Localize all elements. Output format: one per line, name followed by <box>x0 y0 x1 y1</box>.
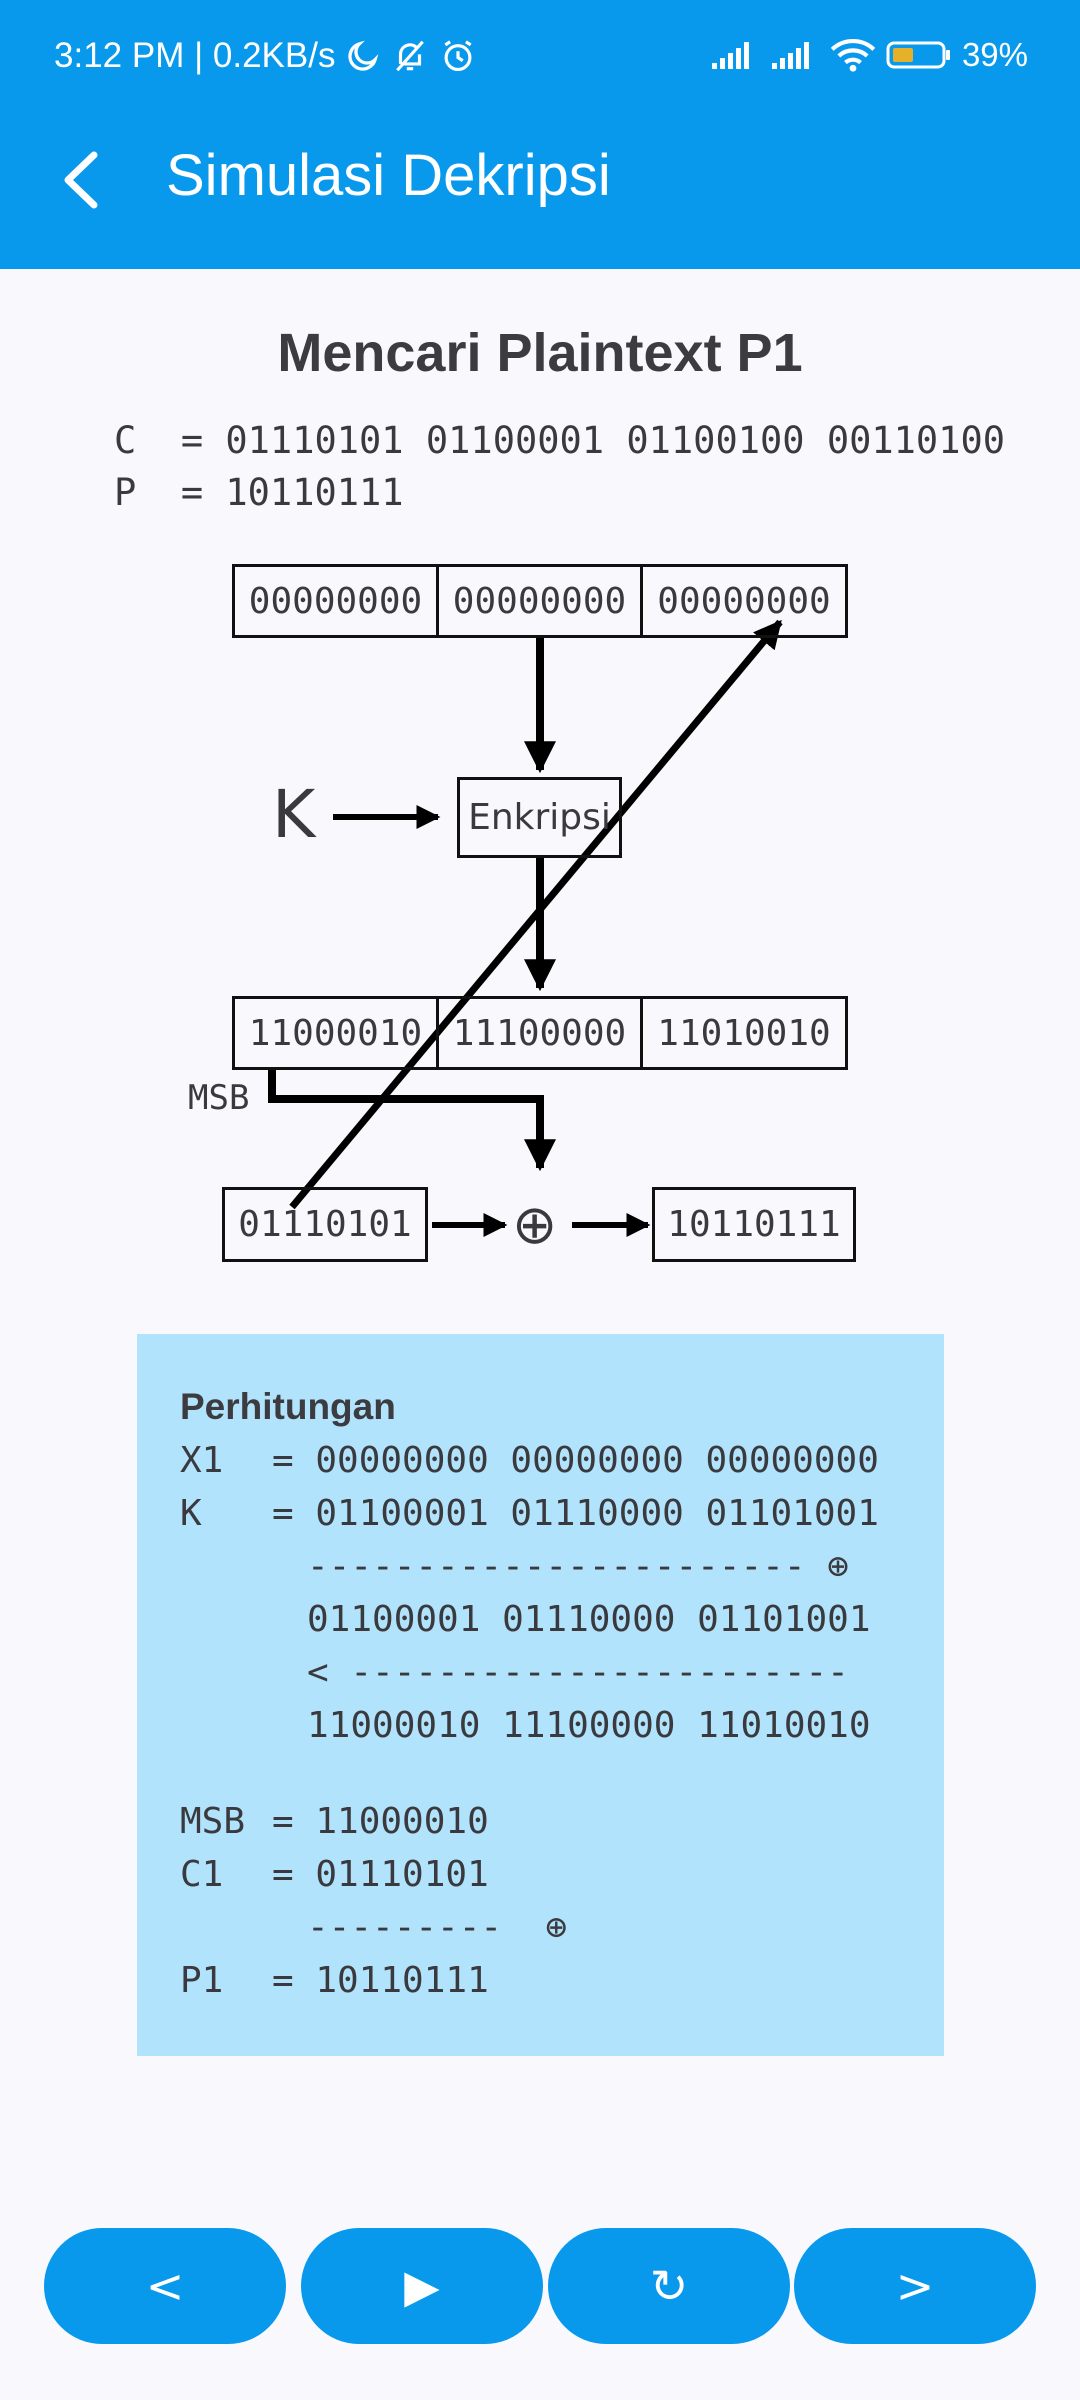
diagram-arrows <box>268 619 783 1237</box>
ciphertext-line: C = 01110101 01100001 01100100 00110100 <box>114 419 1006 462</box>
plaintext-line: P = 10110111 <box>114 471 404 514</box>
calc-row-c1: C1= 01110101 <box>180 1854 489 1895</box>
key-label: K <box>272 776 316 853</box>
moon-icon <box>348 40 379 71</box>
signal-icon <box>711 42 749 69</box>
status-right: 39% <box>710 36 1028 74</box>
msb-label: MSB <box>188 1078 250 1118</box>
xor-symbol: ⊕ <box>512 1193 558 1256</box>
calculation-panel: Perhitungan X1= 00000000 00000000 000000… <box>137 1334 944 2056</box>
play-button[interactable]: ▶ <box>301 2228 543 2344</box>
register-top-cell: 00000000 <box>436 564 643 638</box>
wifi-icon <box>830 39 876 72</box>
cipher-block: 01110101 <box>222 1187 428 1262</box>
encrypt-box: Enkripsi <box>457 777 622 858</box>
calc-shift-divider: < ----------------------- <box>307 1652 849 1693</box>
alarm-icon <box>444 40 472 72</box>
register-output-cell: 11010010 <box>640 996 848 1070</box>
status-left: 3:12 PM | 0.2KB/s <box>54 36 477 76</box>
app-title: Simulasi Dekripsi <box>166 143 611 208</box>
arrow-feedback <box>289 619 783 1210</box>
calc-row-k: K= 01100001 01110000 01101001 <box>180 1493 879 1534</box>
calc-row-p1: P1= 10110111 <box>180 1960 489 2001</box>
page-heading: Mencari Plaintext P1 <box>277 323 803 383</box>
app-bar: 3:12 PM | 0.2KB/s 39% Simulasi Dekripsi <box>0 0 1080 269</box>
calc-divider-xor: ----------------------- ⊕ <box>307 1546 849 1587</box>
reset-button[interactable]: ↻ <box>548 2228 790 2344</box>
next-step-button[interactable]: > <box>794 2228 1036 2344</box>
calc-divider-xor-2: --------- ⊕ <box>307 1907 568 1948</box>
register-top-cell: 00000000 <box>232 564 439 638</box>
register-output-cell: 11000010 <box>232 996 439 1070</box>
calc-row-x1: X1= 00000000 00000000 00000000 <box>180 1440 879 1481</box>
calc-xor-result: 01100001 01110000 01101001 <box>307 1599 871 1640</box>
calc-row-msb: MSB= 11000010 <box>180 1801 489 1842</box>
battery-icon <box>886 41 950 69</box>
status-time: 3:12 PM | 0.2KB/s <box>54 36 336 75</box>
previous-step-button[interactable]: < <box>44 2228 286 2344</box>
back-arrow-icon[interactable] <box>52 145 112 215</box>
signal-icon <box>771 42 809 69</box>
calculation-title: Perhitungan <box>180 1386 396 1427</box>
register-top-cell: 00000000 <box>640 564 848 638</box>
register-output-cell: 11100000 <box>436 996 643 1070</box>
bell-off-icon <box>396 40 425 72</box>
plain-block: 10110111 <box>652 1187 856 1262</box>
battery-percent: 39% <box>961 36 1028 73</box>
arrow-msb-to-xor <box>268 1069 556 1172</box>
calc-shift-result: 11000010 11100000 11010010 <box>307 1705 871 1746</box>
